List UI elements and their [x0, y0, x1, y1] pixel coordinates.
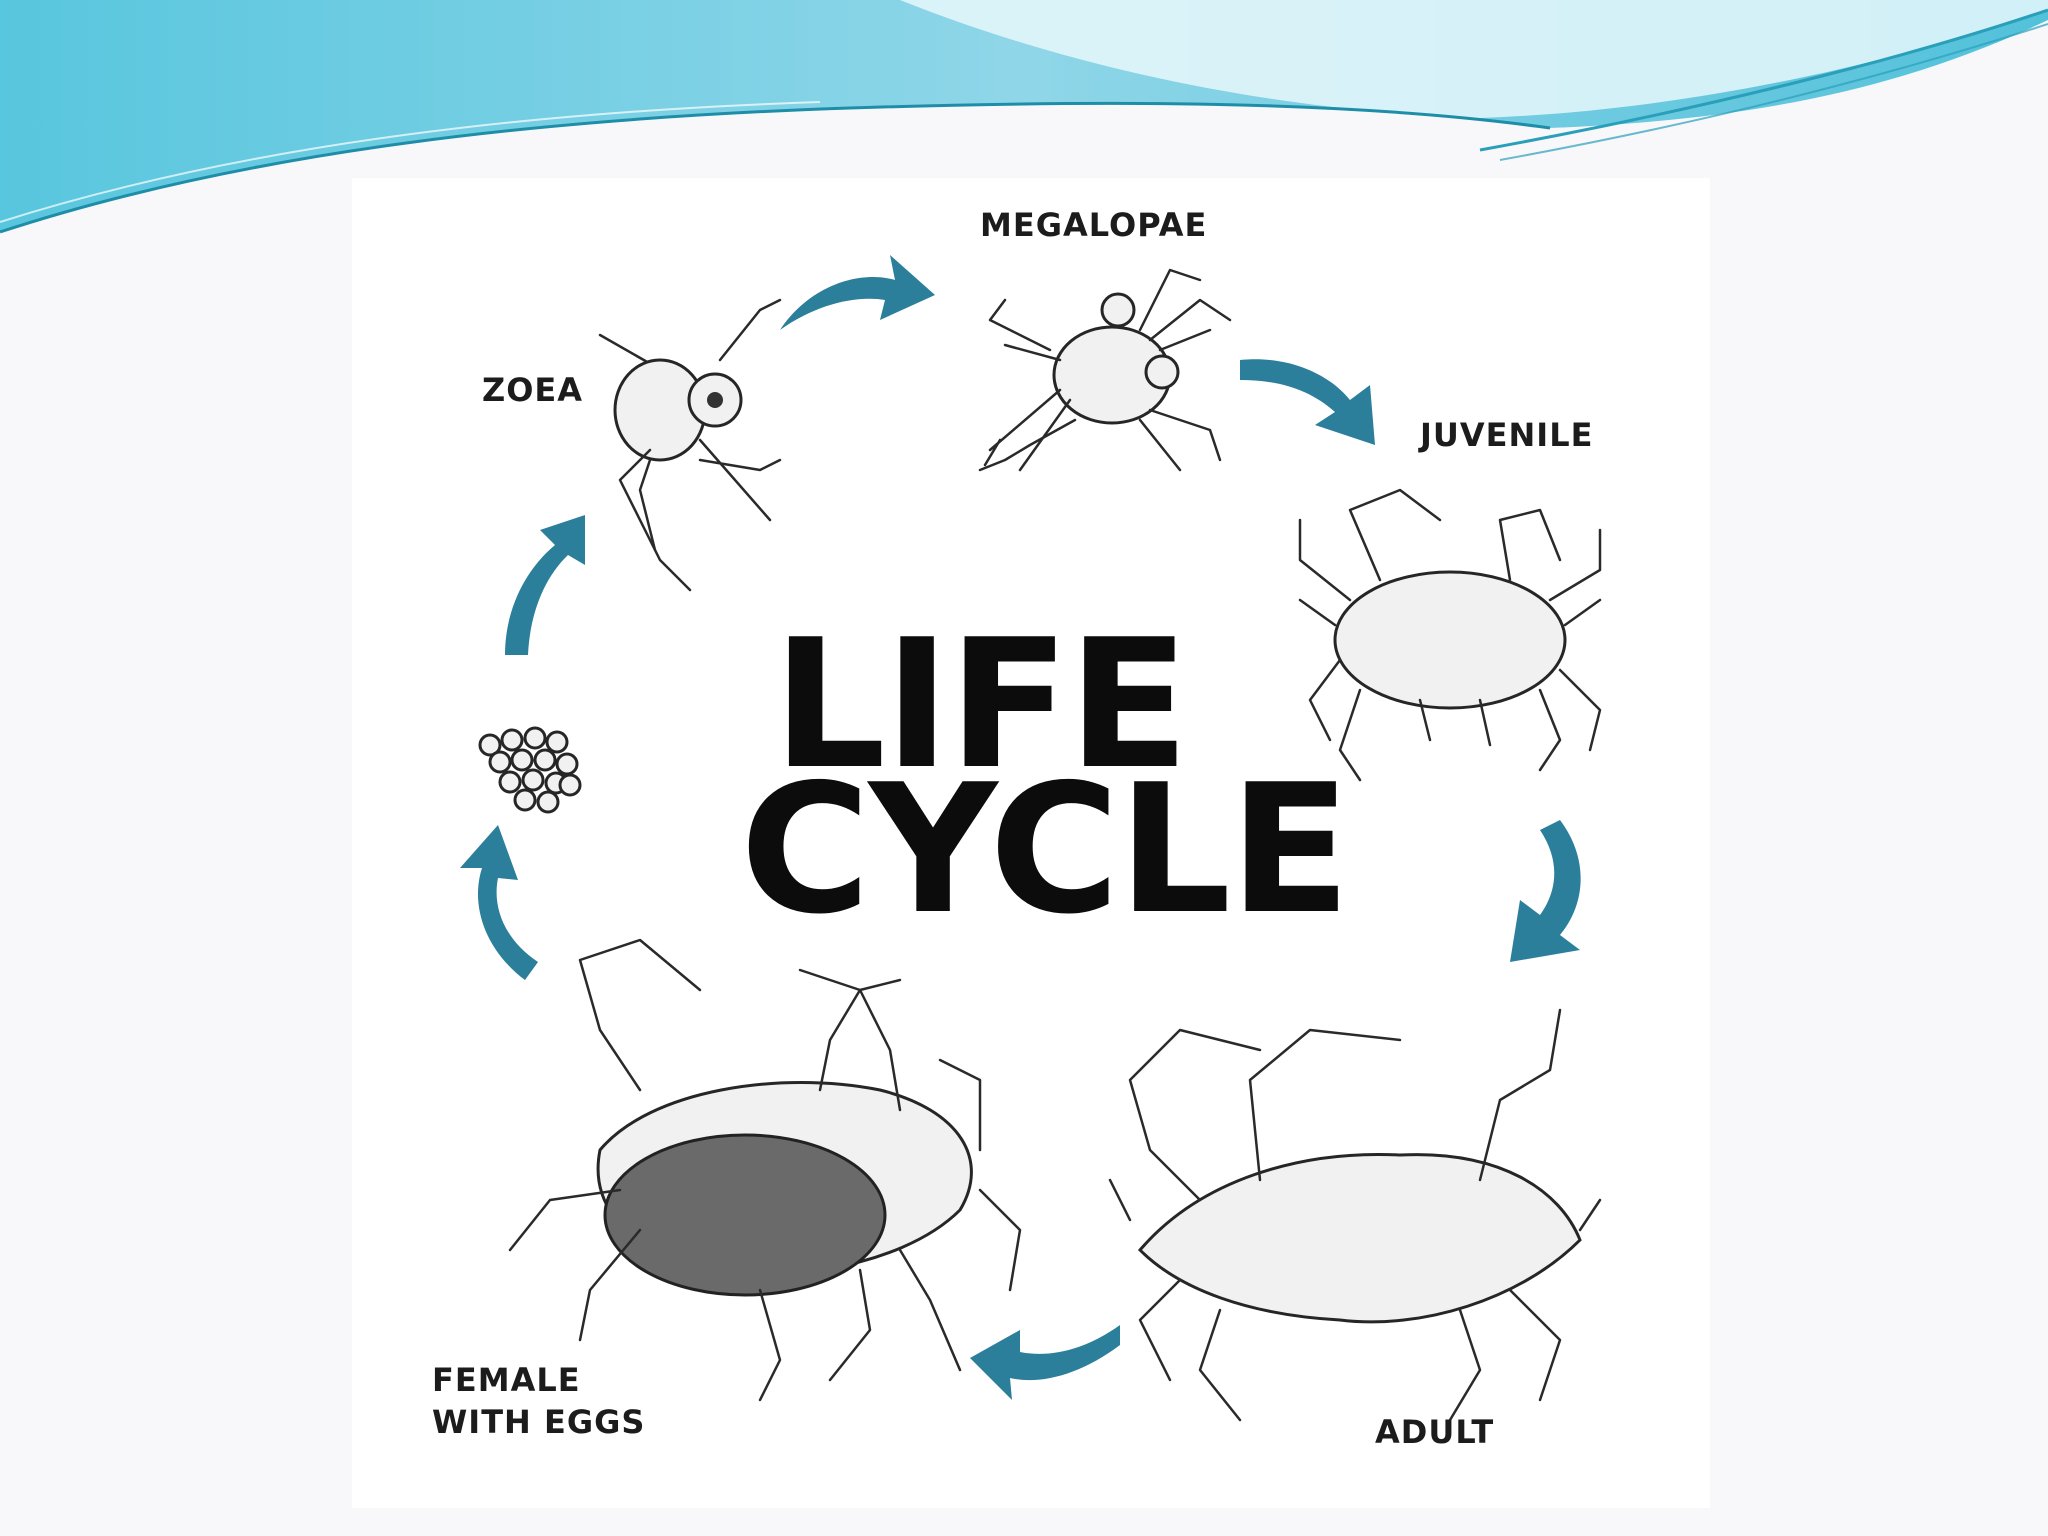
page-title-line2: CYCLE — [740, 746, 1351, 953]
stage-label-adult: ADULT — [1375, 1413, 1495, 1451]
adult-crab-icon — [1108, 1008, 1602, 1422]
stage-label-megalopae: MEGALOPAE — [980, 206, 1208, 244]
cycle-arrow-icon — [970, 1325, 1120, 1400]
female-crab-with-eggs-icon — [508, 938, 1022, 1402]
megalopae-icon — [978, 268, 1232, 472]
stage-label-juvenile: JUVENILE — [1420, 416, 1594, 454]
page-title-line1: LIFE — [772, 601, 1190, 808]
header-wave-decoration — [0, 0, 2048, 234]
eggs-icon — [478, 726, 582, 814]
cycle-arrow-icon — [780, 255, 935, 330]
cycle-arrow-icon — [505, 515, 585, 655]
cycle-arrow-icon — [460, 825, 538, 980]
stage-label-female-with-eggs: FEMALE WITH EGGS — [432, 1361, 646, 1441]
zoea-icon — [598, 298, 782, 592]
juvenile-crab-icon — [1298, 488, 1602, 782]
stage-label-zoea: ZOEA — [482, 371, 584, 409]
cycle-arrow-icon — [1240, 359, 1375, 445]
cycle-arrow-icon — [1510, 820, 1581, 962]
